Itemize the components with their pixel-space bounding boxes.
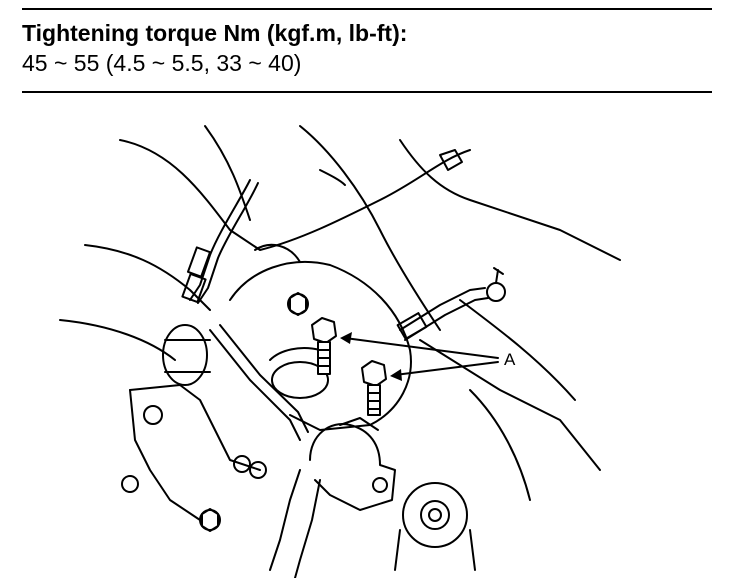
callout-label-a: A xyxy=(504,350,516,369)
torque-spec: Tightening torque Nm (kgf.m, lb-ft): 45 … xyxy=(22,18,712,78)
bushing-clamp xyxy=(269,417,396,578)
mounting-bolt xyxy=(361,360,387,416)
gear-housing xyxy=(229,243,412,431)
torque-spec-value: 45 ~ 55 (4.5 ~ 5.5, 33 ~ 40) xyxy=(22,50,302,76)
mount-bracket xyxy=(121,324,267,532)
lower-arm-bush xyxy=(394,482,476,571)
bottom-rule xyxy=(22,91,712,93)
subframe-outline xyxy=(59,125,621,501)
top-rule xyxy=(22,8,712,10)
tie-rod xyxy=(396,267,506,341)
mounting-bolt xyxy=(311,317,337,375)
torque-spec-title: Tightening torque Nm (kgf.m, lb-ft): xyxy=(22,20,408,46)
callout-leaders xyxy=(340,332,499,381)
suspension-drawing xyxy=(59,125,621,578)
